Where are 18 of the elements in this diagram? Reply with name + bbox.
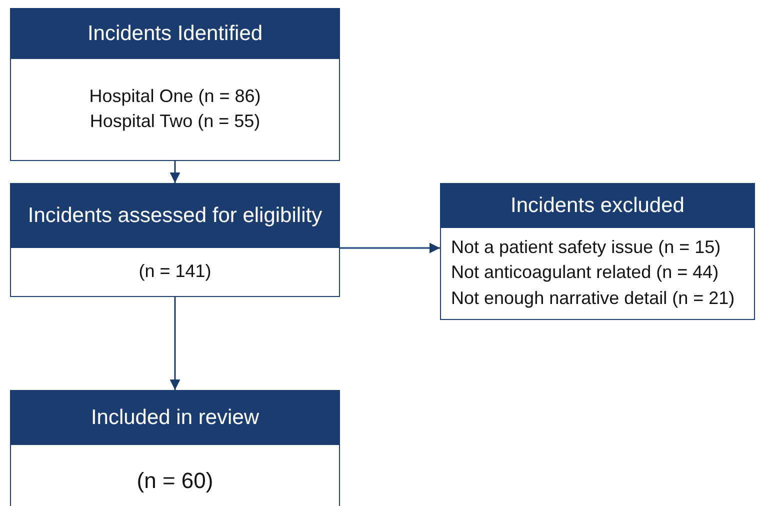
box-heading: Incidents excluded (441, 184, 754, 228)
box-text: Not anticoagulant related (n = 44) (451, 261, 719, 284)
process-box (10, 390, 340, 506)
process-box (10, 8, 340, 161)
box-text: (n = 60) (136, 467, 214, 496)
arrow (340, 242, 440, 254)
box-text: Hospital Two (n = 55) (90, 110, 260, 133)
arrow (170, 297, 180, 390)
arrow (170, 161, 180, 183)
box-text: (n = 141) (138, 260, 212, 283)
box-text: Hospital One (n = 86) (89, 84, 261, 108)
process-box (440, 183, 755, 320)
box-text: Not enough narrative detail (n = 21) (451, 286, 735, 310)
box-heading: Incidents assessed for eligibility (11, 184, 339, 248)
process-box (10, 183, 340, 297)
box-text: Not a patient safety issue (n = 15) (451, 236, 721, 260)
box-heading: Included in review (11, 391, 339, 445)
box-heading: Incidents Identified (11, 9, 339, 59)
